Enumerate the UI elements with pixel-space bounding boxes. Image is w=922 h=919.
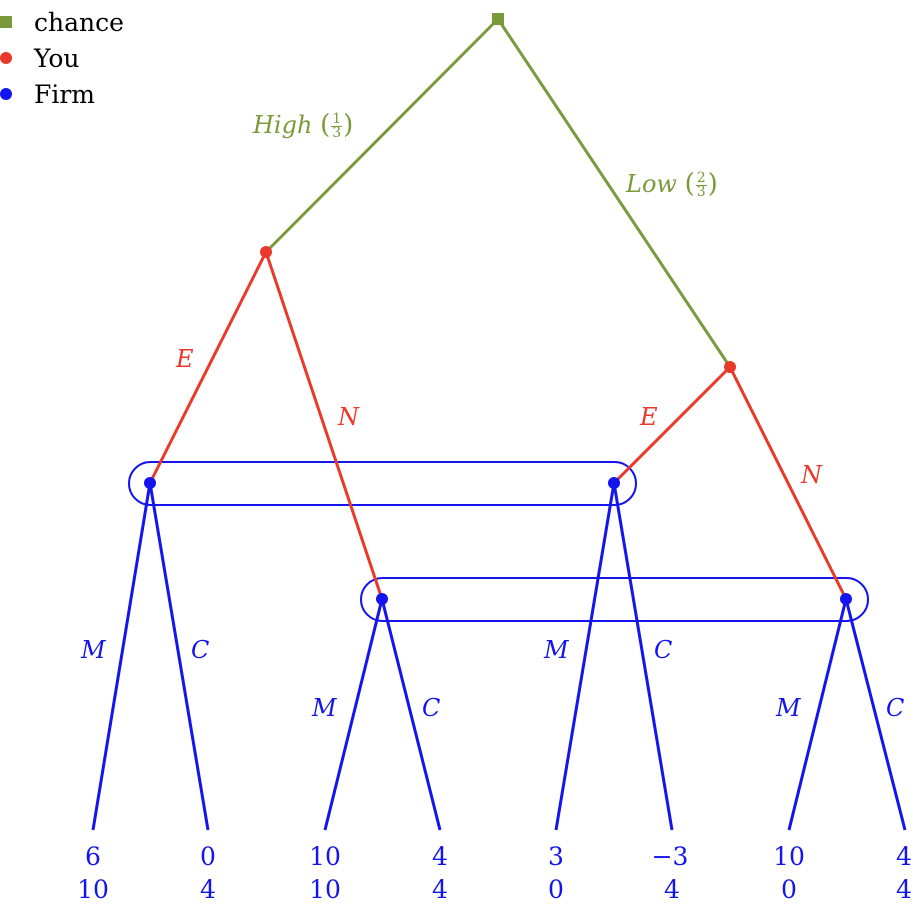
chance-node: [492, 13, 504, 25]
edge-low-e: [612, 365, 732, 485]
square-marker-icon: [0, 16, 12, 28]
edge-low-n: [728, 366, 848, 600]
info-set-entered: [128, 461, 637, 506]
you-node-low: [724, 361, 736, 373]
edge-high-e: [148, 251, 268, 484]
firm-node-4: [840, 593, 852, 605]
label-n2-m: M: [312, 694, 337, 722]
you-node-high: [260, 246, 272, 258]
legend-label: Firm: [34, 79, 95, 109]
legend: chance You Firm: [0, 4, 124, 112]
label-n1-c: C: [191, 636, 210, 664]
edge-low: [496, 18, 732, 368]
legend-item-you: You: [0, 40, 124, 76]
label-n3-c: C: [654, 636, 673, 664]
edge-n3-c: [612, 482, 674, 831]
edge-n1-c: [148, 482, 210, 831]
legend-item-firm: Firm: [0, 76, 124, 112]
info-set-not-entered: [360, 577, 869, 622]
label-n2-c: C: [422, 694, 441, 722]
label-n4-m: M: [776, 694, 801, 722]
edge-high-n: [264, 251, 384, 600]
legend-label: chance: [34, 7, 124, 37]
edge-n4-m: [787, 598, 848, 831]
legend-item-chance: chance: [0, 4, 124, 40]
firm-node-2: [376, 593, 388, 605]
label-high-n: N: [338, 403, 359, 431]
label-n4-c: C: [886, 694, 905, 722]
firm-node-1: [144, 477, 156, 489]
label-high-e: E: [176, 345, 194, 373]
edge-n1-m: [91, 482, 152, 831]
edge-n3-m: [554, 482, 616, 831]
legend-label: You: [34, 43, 80, 73]
edge-high: [264, 17, 500, 254]
firm-node-3: [608, 477, 620, 489]
circle-marker-icon: [0, 88, 12, 100]
circle-marker-icon: [0, 52, 12, 64]
edge-n2-c: [380, 598, 442, 831]
label-low-n: N: [801, 461, 822, 489]
edge-n2-m: [323, 598, 384, 831]
label-low-e: E: [640, 403, 658, 431]
label-n3-m: M: [544, 636, 569, 664]
edge-n4-c: [844, 598, 907, 831]
label-n1-m: M: [81, 636, 106, 664]
